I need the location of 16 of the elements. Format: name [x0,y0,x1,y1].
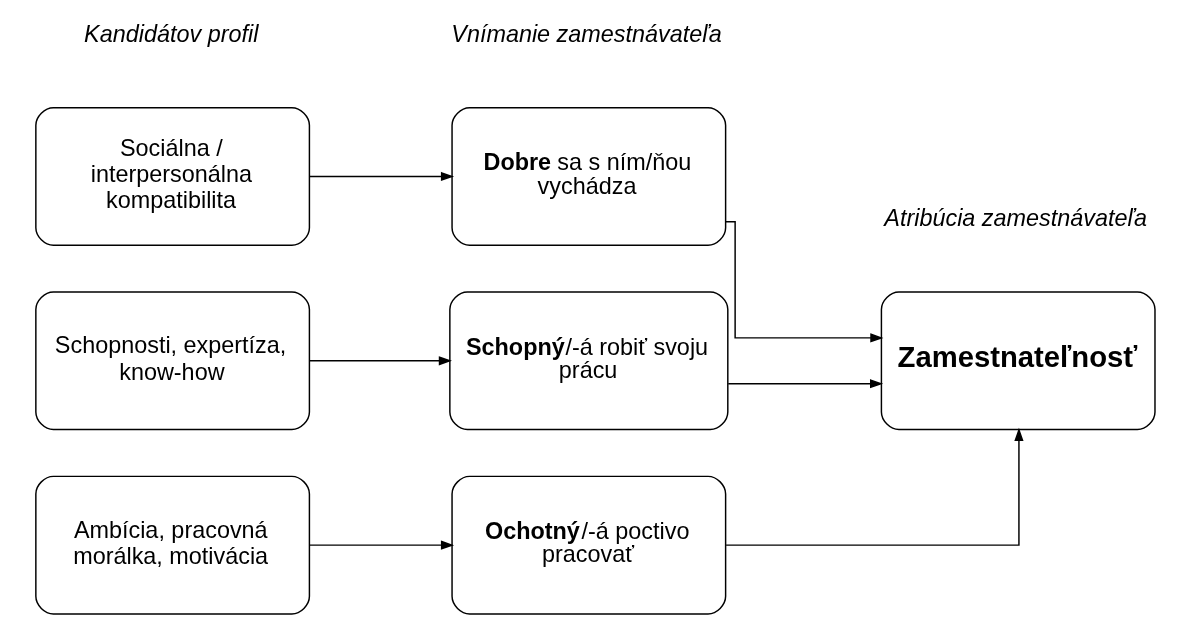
arrow [308,540,454,550]
node-box: Zamestnateľnosť [880,291,1156,431]
node-box: Schopný/-á robiť svoju prácu [448,291,729,431]
node-box: Sociálna / interpersonálna kompatibilita [34,107,310,246]
arrow [308,356,452,366]
node-box: Dobre sa s ním/ňou vychádza [450,107,726,246]
arrow [724,221,883,343]
arrow [308,171,454,182]
label: Vnímanie zamestnávateľa [450,20,722,47]
node-box: Ochotný/-á poctivo pracovať [450,475,726,615]
label: Kandidátov profil [83,20,258,47]
label: Atribúcia zamestnávateľa [883,204,1147,231]
node-box: Ambícia, pracovná morálka, motivácia [34,475,310,615]
arrow [724,427,1024,546]
node-box: Schopnosti, expertíza, know-how [34,291,310,431]
arrow [727,379,883,389]
